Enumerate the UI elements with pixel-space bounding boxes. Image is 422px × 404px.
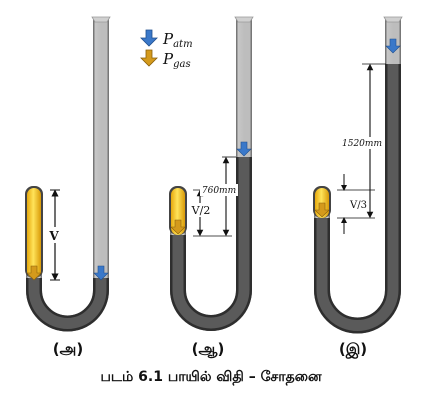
tube-c-height-label: 1520mm — [342, 139, 382, 149]
tube-c: V/3 1520mm — [313, 16, 403, 334]
atm-pressure-arrow-icon — [385, 38, 401, 54]
legend-atm-label: Patm — [162, 30, 193, 50]
tube-b: V/2 760mm — [169, 16, 254, 331]
gas-pressure-arrow-icon — [314, 202, 330, 218]
legend: Patm Pgas — [140, 29, 193, 70]
tube-b-label: (ஆ) — [191, 340, 225, 358]
tube-a-label: (அ) — [52, 340, 84, 358]
tube-c-volume-label: V/3 — [349, 200, 367, 211]
tube-b-height-label: 760mm — [202, 186, 236, 196]
gas-pressure-arrow-icon — [170, 219, 186, 235]
tube-a: V — [25, 16, 111, 332]
atm-arrow-icon — [140, 29, 158, 47]
atm-pressure-arrow-icon — [236, 141, 252, 157]
tube-a-volume-label: V — [48, 229, 59, 243]
figure-caption: படம் 6.1 பாயில் விதி – சோதனை — [100, 369, 322, 385]
tube-b-volume-label: V/2 — [191, 204, 211, 217]
gas-pressure-arrow-icon — [26, 265, 42, 281]
gas-arrow-icon — [140, 49, 158, 67]
atm-pressure-arrow-icon — [93, 265, 109, 281]
tube-c-label: (இ) — [338, 340, 368, 358]
legend-gas-label: Pgas — [162, 50, 191, 70]
